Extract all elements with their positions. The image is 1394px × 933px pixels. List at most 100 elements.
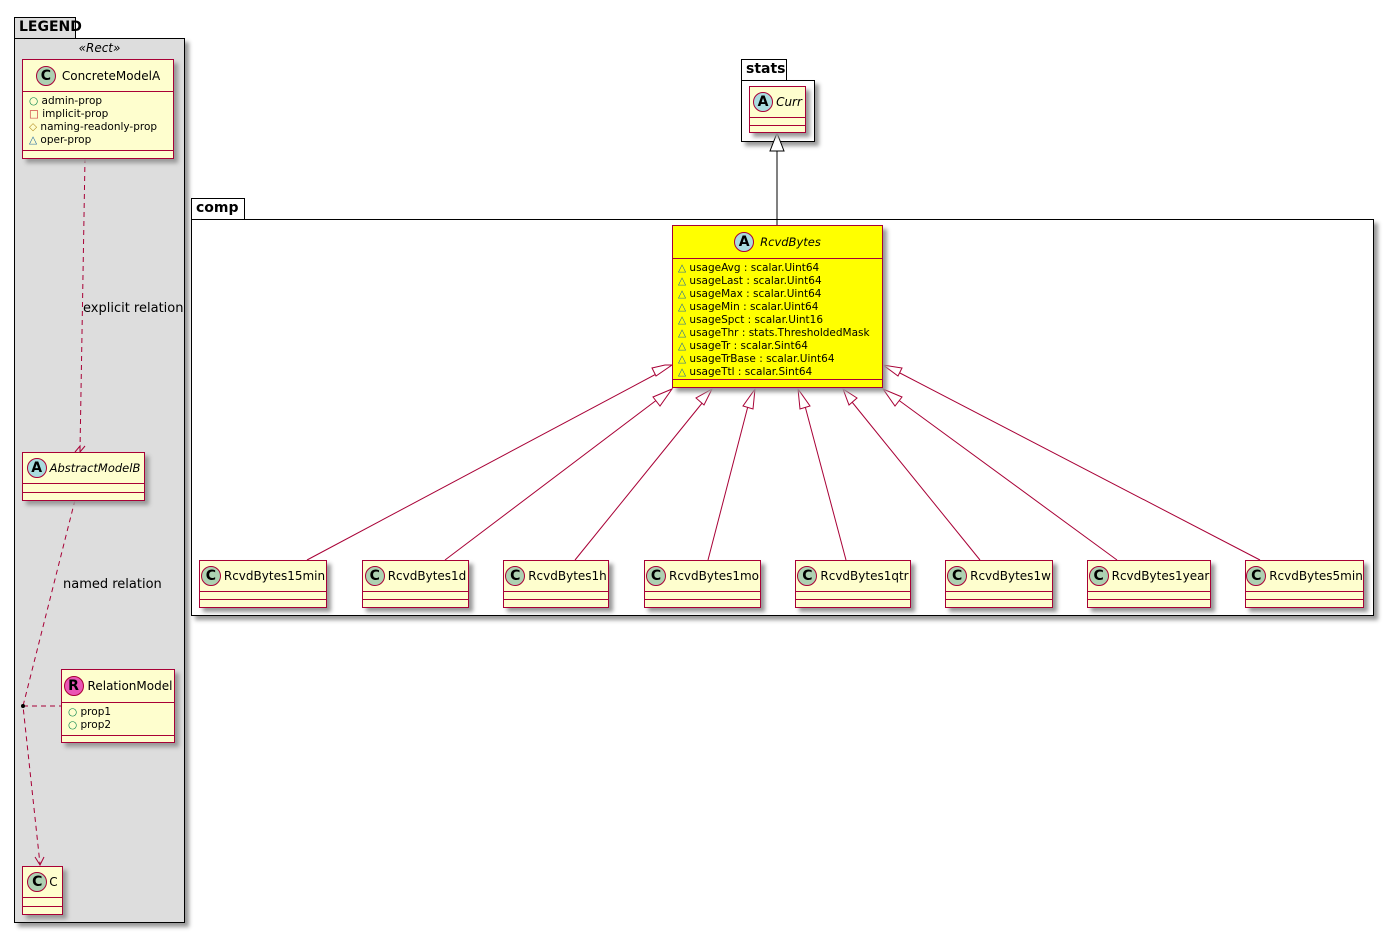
private-icon: □ bbox=[29, 108, 39, 120]
legend-stereotype: «Rect» bbox=[78, 41, 121, 55]
class-name: RcvdBytes1qtr bbox=[820, 569, 909, 583]
legend-package-label: LEGEND bbox=[19, 19, 82, 35]
class-icon: C bbox=[364, 566, 385, 586]
attr-text: usageSpct : scalar.Uint16 bbox=[689, 314, 823, 326]
legend-package-tab: LEGEND bbox=[14, 17, 82, 39]
attr-text: implicit-prop bbox=[42, 108, 109, 120]
attr-implicit-prop: □ implicit-prop bbox=[29, 108, 167, 121]
class-icon: C bbox=[646, 566, 666, 586]
attr-admin-prop: ○ admin-prop bbox=[29, 95, 167, 108]
relation-icon: R bbox=[63, 676, 84, 696]
attribute-list: △ usageAvg : scalar.Uint64△ usageLast : … bbox=[673, 259, 882, 380]
package-visibility-icon: △ bbox=[678, 340, 687, 352]
explicit-relation-label: explicit relation bbox=[83, 301, 184, 316]
named-relation-edge bbox=[22, 499, 76, 865]
class-icon: C bbox=[200, 566, 221, 586]
package-visibility-icon: △ bbox=[678, 288, 687, 300]
attribute-row: △ usageTrBase : scalar.Uint64 bbox=[678, 353, 877, 366]
inheritance-edges bbox=[306, 364, 1261, 561]
class-icon: C bbox=[947, 566, 968, 586]
package-visibility-icon: △ bbox=[678, 262, 687, 274]
protected-icon: ◇ bbox=[29, 121, 38, 133]
attr-text: usageTr : scalar.Sint64 bbox=[689, 340, 808, 352]
class-icon: C bbox=[35, 65, 56, 86]
attr-text: prop2 bbox=[80, 719, 112, 731]
class-name: RcvdBytes15min bbox=[223, 569, 326, 583]
class-name: RcvdBytes1year bbox=[1111, 569, 1210, 583]
class-icon: C bbox=[27, 872, 48, 892]
attribute-row: △ usageTr : scalar.Sint64 bbox=[678, 340, 877, 353]
stats-package-label: stats bbox=[746, 61, 786, 77]
attribute-row: △ usageThr : stats.ThresholdedMask bbox=[678, 327, 877, 340]
class-icon: C bbox=[1246, 566, 1267, 586]
class-name: RcvdBytes1d bbox=[387, 569, 467, 583]
attr-text: usageMax : scalar.Uint64 bbox=[689, 288, 822, 300]
attribute-row: △ usageMax : scalar.Uint64 bbox=[678, 288, 877, 301]
class-icon: C bbox=[797, 566, 818, 586]
public-icon: ○ bbox=[68, 706, 78, 718]
attr-text: usageTrBase : scalar.Uint64 bbox=[689, 353, 835, 365]
class-name: AbstractModelB bbox=[49, 461, 141, 475]
attr-text: usageTtl : scalar.Sint64 bbox=[689, 366, 813, 378]
class-name: RcvdBytes1h bbox=[528, 569, 607, 583]
attribute-row: △ usageMin : scalar.Uint64 bbox=[678, 301, 877, 314]
public-icon: ○ bbox=[68, 719, 78, 731]
attribute-row: △ usageTtl : scalar.Sint64 bbox=[678, 366, 877, 379]
attr-oper-prop: △ oper-prop bbox=[29, 134, 167, 147]
comp-package-label: comp bbox=[196, 200, 239, 216]
package-icon: △ bbox=[29, 134, 38, 146]
comp-package-tab: comp bbox=[191, 198, 245, 220]
class-name: RcvdBytes1mo bbox=[669, 569, 759, 583]
named-relation-label: named relation bbox=[63, 577, 162, 592]
attribute-row: △ usageSpct : scalar.Uint16 bbox=[678, 314, 877, 327]
package-visibility-icon: △ bbox=[678, 314, 687, 326]
package-visibility-icon: △ bbox=[678, 275, 687, 287]
package-visibility-icon: △ bbox=[678, 353, 687, 365]
attr-prop1: ○ prop1 bbox=[68, 706, 168, 719]
class-icon: C bbox=[505, 566, 526, 586]
class-name: ConcreteModelA bbox=[61, 68, 161, 83]
class-name: Curr bbox=[776, 95, 802, 109]
class-name: C bbox=[49, 875, 58, 889]
attribute-row: △ usageLast : scalar.Uint64 bbox=[678, 275, 877, 288]
class-name: RcvdBytes5min bbox=[1269, 569, 1363, 583]
explicit-relation-edge bbox=[79, 157, 86, 451]
abstract-icon: A bbox=[26, 458, 47, 478]
package-visibility-icon: △ bbox=[678, 301, 687, 313]
attr-text: admin-prop bbox=[41, 95, 103, 107]
attr-prop2: ○ prop2 bbox=[68, 719, 168, 732]
attr-text: naming-readonly-prop bbox=[40, 121, 158, 133]
class-icon: C bbox=[1088, 566, 1109, 586]
attr-text: usageThr : stats.ThresholdedMask bbox=[689, 327, 870, 339]
attr-text: usageMin : scalar.Uint64 bbox=[689, 301, 819, 313]
package-visibility-icon: △ bbox=[678, 366, 687, 378]
class-concrete-model-a[interactable]: C ConcreteModelA ○ admin-prop □ implicit-… bbox=[22, 59, 174, 159]
class-name: RcvdBytes1w bbox=[970, 569, 1051, 583]
attr-text: oper-prop bbox=[40, 134, 92, 146]
attr-text: usageLast : scalar.Uint64 bbox=[689, 275, 822, 287]
abstract-icon: A bbox=[734, 232, 755, 252]
class-name: RelationModel bbox=[87, 679, 173, 693]
stats-package-tab: stats bbox=[741, 59, 787, 81]
package-visibility-icon: △ bbox=[678, 327, 687, 339]
attr-naming-readonly-prop: ◇ naming-readonly-prop bbox=[29, 121, 167, 134]
public-icon: ○ bbox=[29, 95, 39, 107]
class-name: RcvdBytes bbox=[760, 235, 821, 249]
attribute-row: △ usageAvg : scalar.Uint64 bbox=[678, 262, 877, 275]
attr-text: prop1 bbox=[80, 706, 112, 718]
attr-text: usageAvg : scalar.Uint64 bbox=[689, 262, 820, 274]
